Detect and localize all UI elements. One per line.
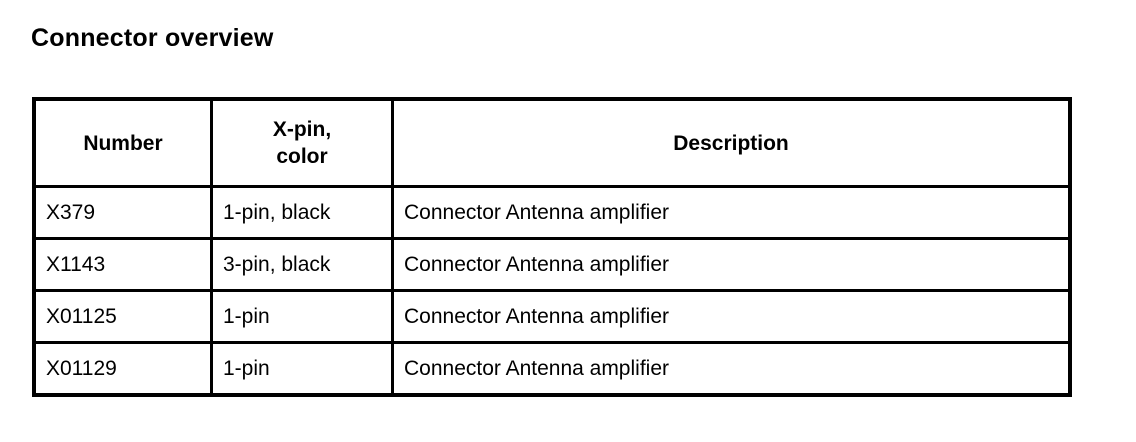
cell-description: Connector Antenna amplifier bbox=[391, 185, 1072, 240]
cell-description: Connector Antenna amplifier bbox=[391, 289, 1072, 344]
column-header-description: Description bbox=[391, 97, 1072, 188]
page-title: Connector overview bbox=[31, 24, 274, 52]
cell-xpin-color: 1-pin bbox=[210, 341, 394, 397]
table-row: X379 1-pin, black Connector Antenna ampl… bbox=[32, 185, 1072, 240]
connector-overview-table: Number X-pin, color Description X379 1-p… bbox=[32, 97, 1072, 397]
cell-number: X01125 bbox=[32, 289, 213, 344]
cell-xpin-color: 1-pin bbox=[210, 289, 394, 344]
column-header-number: Number bbox=[32, 97, 213, 188]
column-header-xpin-color: X-pin, color bbox=[210, 97, 394, 188]
cell-description: Connector Antenna amplifier bbox=[391, 237, 1072, 292]
cell-number: X1143 bbox=[32, 237, 213, 292]
table-row: X1143 3-pin, black Connector Antenna amp… bbox=[32, 237, 1072, 292]
table-row: X01125 1-pin Connector Antenna amplifier bbox=[32, 289, 1072, 344]
cell-description: Connector Antenna amplifier bbox=[391, 341, 1072, 397]
cell-xpin-color: 3-pin, black bbox=[210, 237, 394, 292]
cell-number: X01129 bbox=[32, 341, 213, 397]
cell-number: X379 bbox=[32, 185, 213, 240]
table-row: X01129 1-pin Connector Antenna amplifier bbox=[32, 341, 1072, 397]
table-header-row: Number X-pin, color Description bbox=[32, 97, 1072, 188]
cell-xpin-color: 1-pin, black bbox=[210, 185, 394, 240]
